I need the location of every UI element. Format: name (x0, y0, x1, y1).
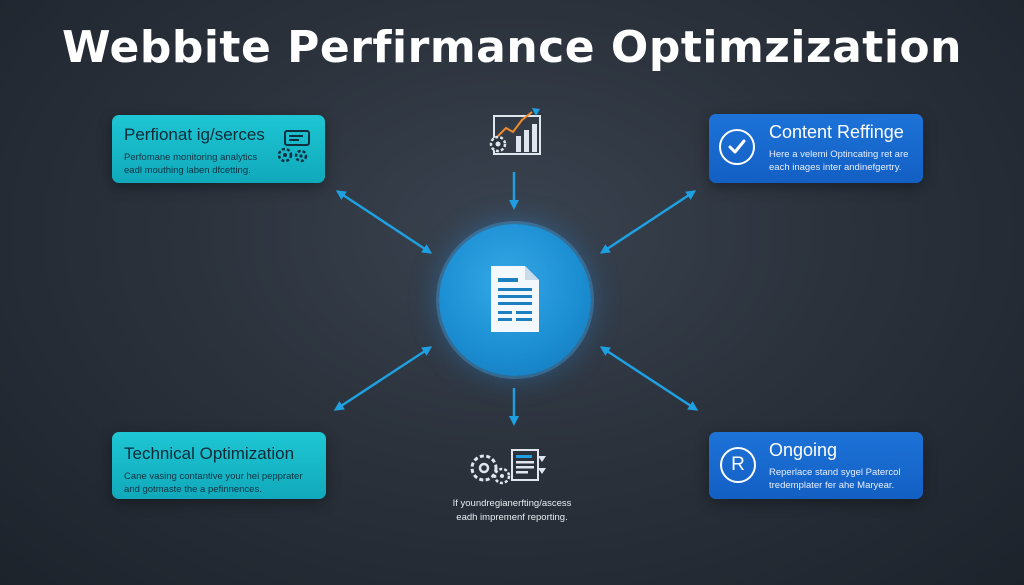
page-title: Webbite Perfirmance Optimzization (62, 22, 962, 73)
central-hub (439, 224, 591, 376)
card-heading: Perfionat ig/serces (124, 125, 265, 144)
card-body-line: Here a velemi Optincating ret are (769, 149, 909, 160)
caption-line: eadh impremenf reporting. (456, 512, 568, 523)
registered-glyph: R (720, 447, 756, 483)
card-body-line: Cane vasing contantive your hei pepprate… (124, 471, 303, 482)
caption-line: If youndregianerfting/ascess (452, 498, 572, 509)
document-icon (489, 264, 541, 339)
arrow-bottom-right (599, 346, 699, 411)
dashboard-gears-icon (273, 129, 313, 170)
card-body: Reperlace stand sygel Patercol tredempla… (769, 466, 901, 492)
growth-chart-gear-icon (486, 106, 546, 163)
card-heading: Content Reffinge (769, 122, 904, 142)
card-body-line: tredemplater fer ahe Maryear. (769, 480, 895, 491)
card-content-refining: Content Reffinge Here a velemi Optincati… (709, 114, 923, 183)
card-body-line: each inages inter andinefgertry. (769, 162, 902, 173)
card-ongoing: R Ongoing Reperlace stand sygel Patercol… (709, 432, 923, 499)
card-body: Perfomane monitoring analytics eadl mout… (124, 151, 313, 177)
card-performance-monitoring: Perfionat ig/serces Perfomane monitoring… (112, 115, 325, 183)
arrow-top-left (335, 190, 433, 254)
card-heading: Ongoing (769, 440, 838, 460)
card-body: Cane vasing contantive your hei pepprate… (124, 470, 314, 496)
card-body-line: and gotmaste the a pefinnences. (124, 484, 262, 495)
card-body: Here a velemi Optincating ret are each i… (769, 148, 908, 174)
card-body-line: Perfomane monitoring analytics (124, 152, 258, 163)
card-body-line: eadl mouthing laben dfcetting. (124, 165, 251, 176)
bottom-node-caption: If youndregianerfting/ascess eadh imprem… (412, 497, 612, 525)
arrow-top-right (599, 190, 697, 254)
card-body-line: Reperlace stand sygel Patercol (769, 467, 901, 478)
card-heading: Technical Optimization (124, 444, 295, 463)
check-circle-icon (719, 129, 755, 165)
registered-circle-icon: R (720, 447, 756, 483)
gears-document-icon (468, 446, 550, 495)
card-technical-optimization: Technical Optimization Cane vasing conta… (112, 432, 326, 499)
arrow-bottom-left (333, 346, 433, 411)
